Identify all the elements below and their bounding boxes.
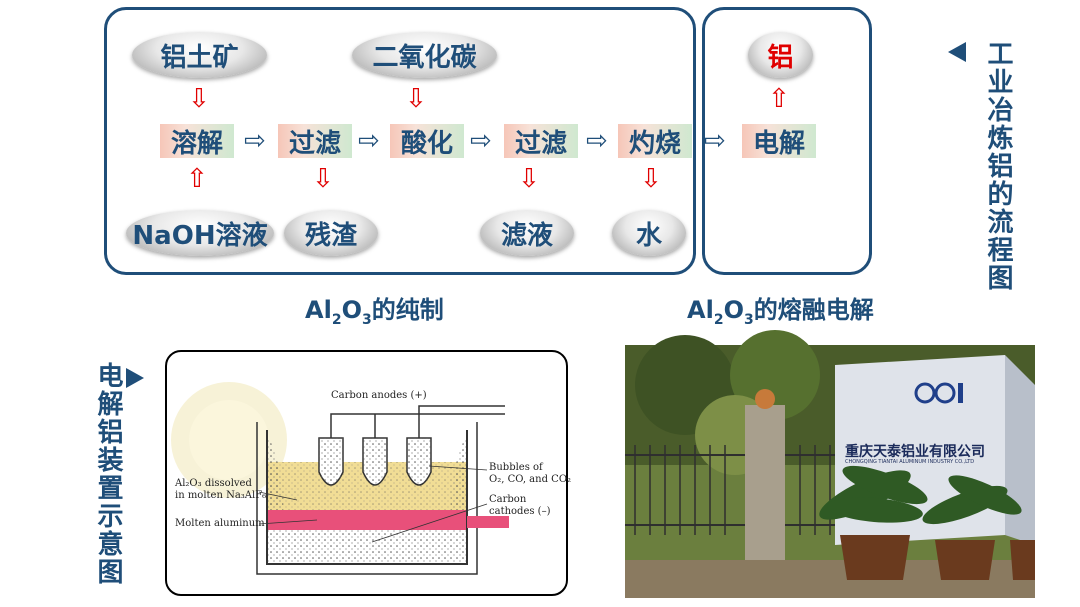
label-dissolved-2: in molten Na₃AlF₆ bbox=[175, 490, 267, 501]
naoh-oval: NaOH溶液 bbox=[126, 210, 274, 256]
arrow-right-1: ⇨ bbox=[244, 126, 266, 156]
device-title: 电解铝装置示意图 bbox=[93, 362, 123, 586]
step-calcine: 灼烧 bbox=[618, 124, 692, 159]
arrow-up-naoh: ⇧ bbox=[186, 164, 208, 194]
triangle-marker-device bbox=[126, 368, 144, 388]
arrow-down-residue: ⇩ bbox=[312, 164, 334, 194]
electrolysis-caption: Al2O3的熔融电解 bbox=[687, 296, 874, 328]
arrow-down-water: ⇩ bbox=[640, 164, 662, 194]
electrolysis-cell-svg bbox=[171, 382, 509, 575]
arrow-down-bauxite: ⇩ bbox=[188, 84, 210, 114]
arrow-up-aluminum: ⇧ bbox=[768, 84, 790, 114]
factory-photo: 重庆天泰铝业有限公司 CHONGQING TIANTAI ALUMINUM IN… bbox=[625, 330, 1035, 598]
process-title: 工业冶炼铝的流程图 bbox=[983, 40, 1013, 292]
filtrate-oval: 滤液 bbox=[480, 210, 574, 256]
arrow-down-co2: ⇩ bbox=[405, 84, 427, 114]
step-dissolve: 溶解 bbox=[160, 124, 234, 159]
company-sign: 重庆天泰铝业有限公司 bbox=[845, 444, 985, 460]
label-cathodes-2: cathodes (–) bbox=[489, 506, 551, 517]
label-carbon-anodes: Carbon anodes (+) bbox=[331, 390, 427, 401]
residue-oval: 残渣 bbox=[284, 210, 378, 256]
aluminum-product-oval: 铝 bbox=[748, 32, 813, 78]
arrow-right-5: ⇨ bbox=[704, 126, 726, 156]
arrow-down-filtrate: ⇩ bbox=[518, 164, 540, 194]
company-sign-en: CHONGQING TIANTAI ALUMINUM INDUSTRY CO.,… bbox=[845, 459, 975, 465]
factory-scene-svg bbox=[625, 330, 1035, 598]
electrolysis-device-diagram: Carbon anodes (+) Al₂O₃ dissolved in mol… bbox=[165, 350, 572, 596]
water-oval: 水 bbox=[612, 210, 686, 256]
arrow-right-3: ⇨ bbox=[470, 126, 492, 156]
label-bubbles-2: O₂, CO, and CO₂ bbox=[489, 474, 572, 485]
label-bubbles-1: Bubbles of bbox=[489, 462, 543, 473]
step-acidify: 酸化 bbox=[390, 124, 464, 159]
label-molten-aluminum: Molten aluminum bbox=[175, 518, 265, 529]
label-dissolved-1: Al₂O₃ dissolved bbox=[175, 478, 252, 489]
co2-oval: 二氧化碳 bbox=[352, 32, 497, 78]
step-filter-2: 过滤 bbox=[504, 124, 578, 159]
label-cathodes-1: Carbon bbox=[489, 494, 527, 505]
triangle-marker-process bbox=[948, 42, 966, 62]
step-electrolyze: 电解 bbox=[742, 124, 816, 159]
purification-box bbox=[104, 7, 696, 275]
step-filter-1: 过滤 bbox=[278, 124, 352, 159]
electrolysis-box bbox=[702, 7, 872, 275]
bauxite-oval: 铝土矿 bbox=[132, 32, 267, 78]
arrow-right-4: ⇨ bbox=[586, 126, 608, 156]
purification-caption: Al2O3的纯制 bbox=[305, 296, 444, 328]
arrow-right-2: ⇨ bbox=[358, 126, 380, 156]
